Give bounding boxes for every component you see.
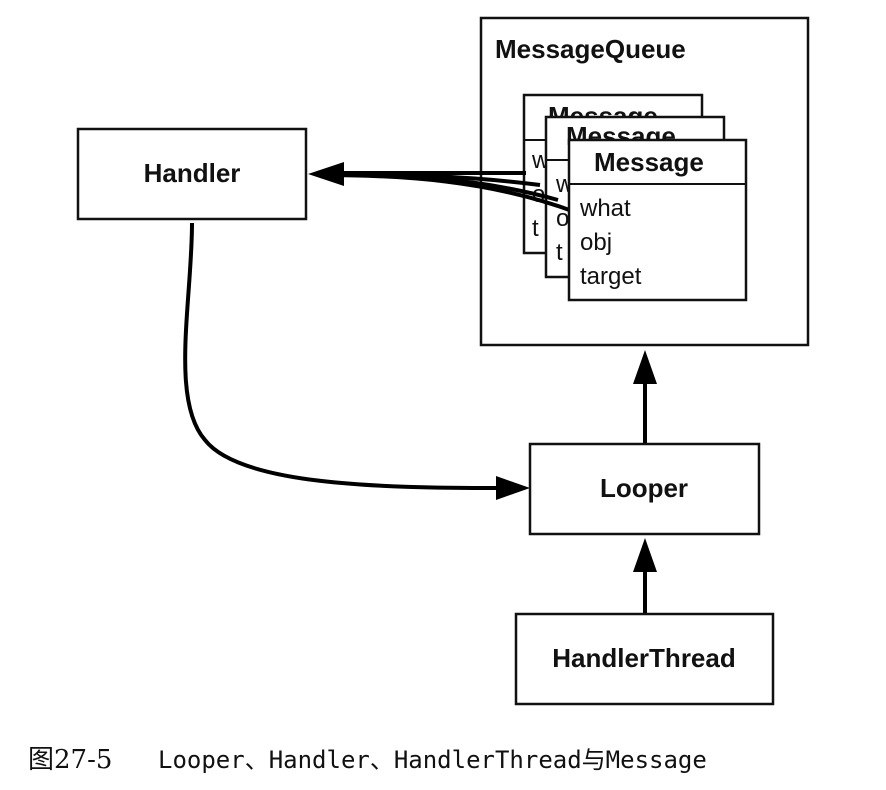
handler-arrowhead [308,162,344,186]
caption-figure-number: 图27-5 [28,745,112,775]
message-back-2-fragment-obj: o [556,205,569,232]
message-front-title: Message [594,147,704,177]
message-back-2-fragment-target: t [556,239,563,266]
queue-arrowhead [633,350,657,384]
handler-label: Handler [144,158,241,188]
looper-to-queue-arrow [633,350,657,444]
caption-text: Looper、Handler、HandlerThread与Message [158,746,707,774]
looper-label: Looper [600,473,688,503]
message-field-target: target [580,263,642,290]
message-back-1-fragment-target: t [532,215,539,242]
looper-bottom-arrowhead [633,538,657,572]
handler-node: Handler [76,127,308,221]
figure-caption: 图27-5 Looper、Handler、HandlerThread与Messa… [28,745,707,775]
message-to-handler-arrows [308,162,576,214]
message-field-obj: obj [580,229,612,256]
handlerthread-label: HandlerThread [552,643,736,673]
looper-node: Looper [528,442,761,536]
looper-arrowhead [496,476,530,500]
message-field-what: what [579,195,631,222]
message-card-front: Message what obj target [567,138,748,302]
handlerthread-to-looper-arrow [633,538,657,614]
message-queue-label: MessageQueue [495,34,686,64]
handlerthread-node: HandlerThread [514,612,775,706]
handler-to-looper-arrow [183,222,530,500]
